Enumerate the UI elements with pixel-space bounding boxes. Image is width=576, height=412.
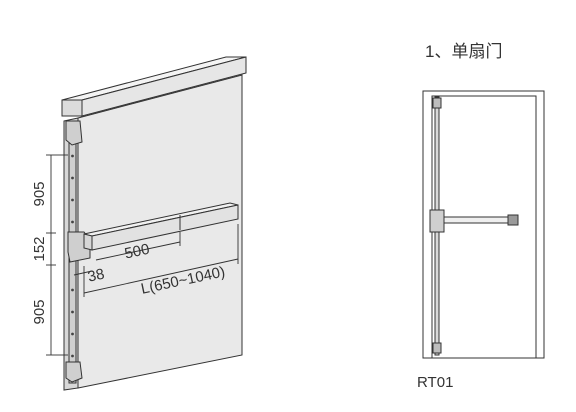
dim-lower-rod: 905	[31, 299, 48, 324]
model-code: RT01	[417, 374, 453, 391]
dim-lock-offset: 152	[31, 236, 48, 261]
push-bar-side	[91, 204, 239, 251]
door-frame-inner	[431, 95, 537, 359]
isometric-door	[61, 56, 247, 391]
header-box-front	[61, 99, 83, 117]
front-bottom-latch	[432, 342, 442, 354]
front-lock-body	[429, 209, 445, 233]
dimension-lines	[46, 154, 239, 356]
front-elevation-door	[422, 90, 545, 359]
section-title: 1、单扇门	[425, 42, 502, 61]
front-top-latch	[432, 97, 442, 109]
dim-side-offset: 38	[86, 266, 106, 286]
front-push-bar	[443, 216, 511, 224]
header-box-side	[81, 56, 247, 117]
bottom-latch	[65, 361, 83, 383]
dim-upper-rod: 905	[31, 181, 48, 206]
top-latch	[65, 120, 83, 146]
rod-fixing-dots	[71, 154, 74, 358]
push-bar-front	[83, 233, 93, 251]
front-bar-end-cap	[507, 214, 519, 226]
dim-handle-length: 500	[123, 241, 151, 263]
